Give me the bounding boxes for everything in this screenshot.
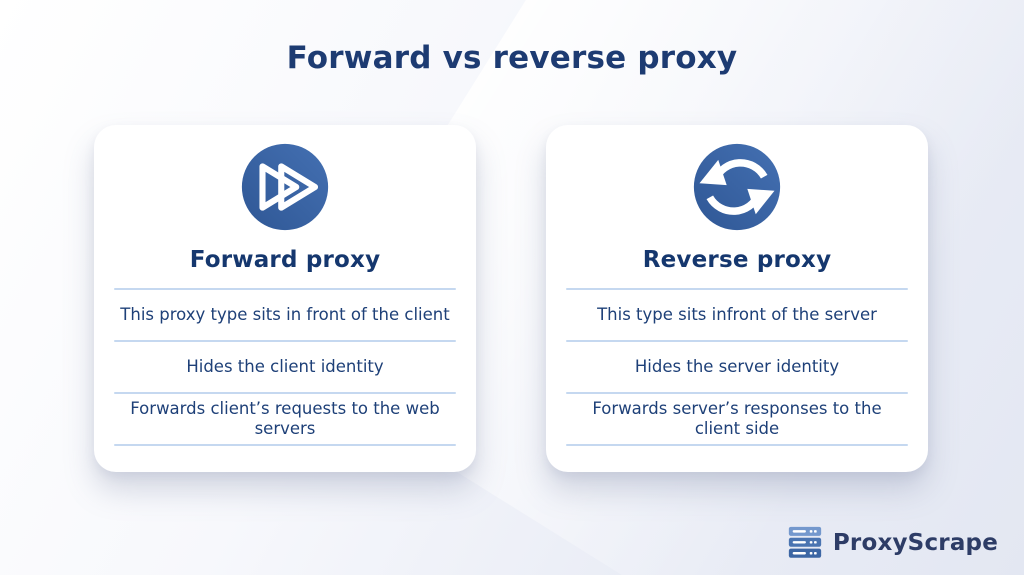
divider	[566, 392, 908, 394]
card-heading: Reverse proxy	[642, 247, 832, 273]
divider	[114, 444, 456, 446]
reverse-proxy-card: Reverse proxy This type sits infront of …	[546, 125, 928, 472]
card-rows: This proxy type sits in front of the cli…	[94, 288, 476, 446]
sync-arrows-icon	[692, 142, 782, 232]
card-heading: Forward proxy	[189, 247, 381, 273]
server-stack-icon	[786, 526, 824, 559]
card-item: This type sits infront of the server	[597, 304, 877, 324]
fast-forward-icon	[240, 142, 330, 232]
card-item: This proxy type sits in front of the cli…	[120, 304, 450, 324]
divider	[566, 288, 908, 290]
forward-proxy-card: Forward proxy This proxy type sits in fr…	[94, 125, 476, 472]
proxyscrape-logo: ProxyScrape	[786, 526, 998, 559]
divider	[114, 340, 456, 342]
card-item: Hides the client identity	[186, 356, 384, 376]
divider	[114, 288, 456, 290]
logo-text: ProxyScrape	[832, 529, 998, 556]
divider	[566, 340, 908, 342]
card-item: Forwards client’s requests to the web se…	[130, 398, 440, 438]
card-rows: This type sits infront of the server Hid…	[546, 288, 928, 446]
divider	[566, 444, 908, 446]
card-item: Hides the server identity	[634, 356, 840, 376]
divider	[114, 392, 456, 394]
page-title: Forward vs reverse proxy	[286, 40, 738, 76]
card-item: Forwards server’s responses to the clien…	[592, 398, 882, 438]
